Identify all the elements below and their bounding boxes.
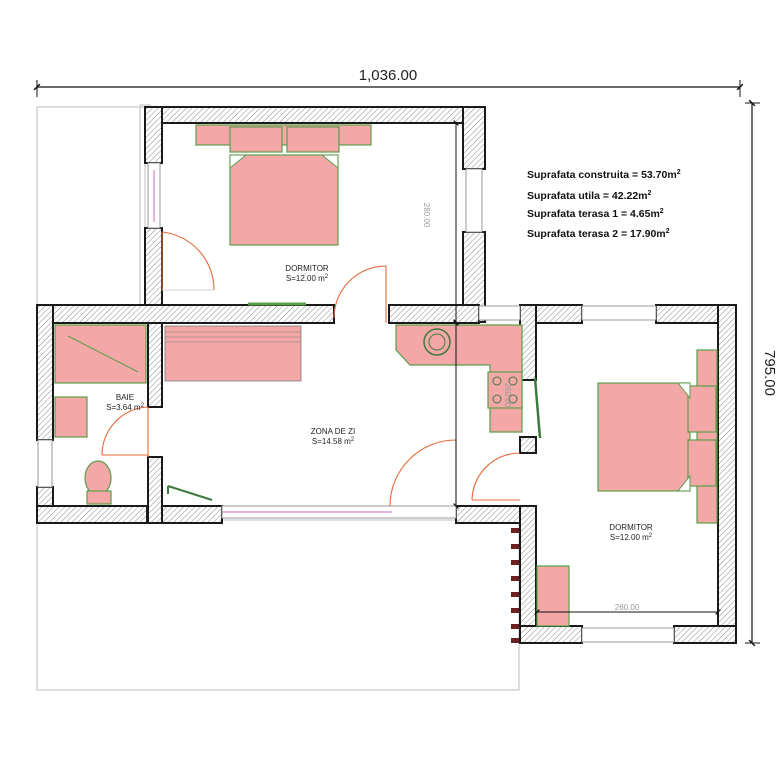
room-name-right-bedroom: DORMITOR [609, 523, 653, 532]
right-bedroom-dim-label: 260.00 [615, 603, 640, 612]
wall-right-bedroom-south-right [673, 625, 737, 644]
doors [101, 231, 521, 507]
walls [36, 106, 737, 644]
kitchen-window [533, 377, 542, 439]
window-right-bedroom-north [581, 305, 657, 321]
sofa [164, 325, 302, 382]
terrace1-area-text: Suprafata terasa 1 = 4.65m2 [527, 208, 664, 220]
useful-area-text: Suprafata utila = 42.22m2 [527, 190, 652, 202]
washing-machine [54, 396, 88, 438]
wall-right-bedroom-west-lower [519, 505, 537, 644]
room-name-top-bedroom: DORMITOR [285, 264, 329, 273]
door-living-terrace [167, 485, 213, 501]
window-bath [37, 439, 53, 488]
door-bathroom [101, 406, 149, 457]
wall-living-south-right [455, 505, 527, 524]
bathtub [54, 324, 147, 384]
terrace2-area-text: Suprafata terasa 2 = 17.90m2 [527, 228, 670, 240]
height-dimension-label: 795.00 [761, 350, 778, 396]
wall-top-bedroom-east-upper [462, 106, 486, 170]
desk-right-bedroom [536, 565, 570, 627]
inner-dimensions: 280.00 260.00 260.00 [422, 120, 721, 615]
room-area-right-bedroom: S=12.00 m2 [610, 533, 653, 542]
area-summary: Suprafata construita = 53.70m2 Suprafata… [527, 169, 681, 240]
door-top-bedroom [333, 265, 387, 323]
wall-bath-west-upper [36, 304, 54, 441]
sink [423, 328, 451, 356]
window-right-bedroom-south [581, 627, 675, 643]
wall-top-bedroom-west-upper [144, 106, 163, 164]
room-name-bathroom: BAIE [116, 393, 134, 402]
wall-right-bedroom-west-mid [519, 436, 537, 454]
wardrobe-top-bedroom [195, 124, 372, 146]
door-living-east [389, 439, 457, 507]
wardrobe-right-bedroom [696, 349, 718, 524]
double-bed-top [229, 154, 339, 246]
toilet-tank [86, 490, 112, 505]
terrace-posts [511, 528, 519, 643]
wall-middle-north-left [36, 304, 335, 324]
pillow-right [286, 126, 340, 153]
toilet [84, 460, 112, 496]
wall-bath-east-upper [147, 322, 163, 408]
room-name-living: ZONA DE ZI [311, 427, 355, 436]
room-labels: DORMITOR S=12.00 m2 BAIE S=3.64 m2 ZONA … [106, 264, 653, 542]
built-area-text: Suprafata construita = 53.70m2 [527, 169, 681, 181]
pillow-bottom-right [687, 439, 717, 487]
wall-living-south-left [161, 505, 223, 524]
wall-bath-east-lower [147, 456, 163, 524]
top-bedroom-dim-label: 280.00 [422, 203, 431, 228]
wall-right-bedroom-east [717, 304, 737, 644]
terrace-top-left [36, 106, 146, 308]
window-top-bedroom-east [465, 168, 483, 233]
terrace-bottom [36, 519, 520, 691]
living-dim-label: 260.00 [503, 383, 512, 408]
pillow-top-right [687, 385, 717, 433]
room-area-bathroom: S=3.64 m2 [106, 403, 144, 412]
width-dimension-label: 1,036.00 [359, 67, 417, 84]
furniture [54, 124, 718, 627]
windows [37, 162, 675, 643]
wall-middle-north-right [388, 304, 480, 324]
wall-top-bedroom-north [144, 106, 486, 124]
pillow-left [229, 126, 283, 153]
wall-right-bedroom-south-left [519, 625, 583, 644]
wall-top-bedroom-west-lower [144, 227, 163, 307]
room-area-top-bedroom: S=12.00 m2 [286, 274, 329, 283]
window-kitchen [478, 305, 521, 321]
door-top-bedroom-west [161, 231, 215, 291]
double-bed-right [597, 382, 691, 492]
room-area-living: S=14.58 m2 [312, 437, 355, 446]
overall-dimensions: 1,036.00 795.00 [33, 67, 778, 647]
wall-bath-south [36, 505, 148, 524]
door-right-bedroom [471, 452, 521, 501]
